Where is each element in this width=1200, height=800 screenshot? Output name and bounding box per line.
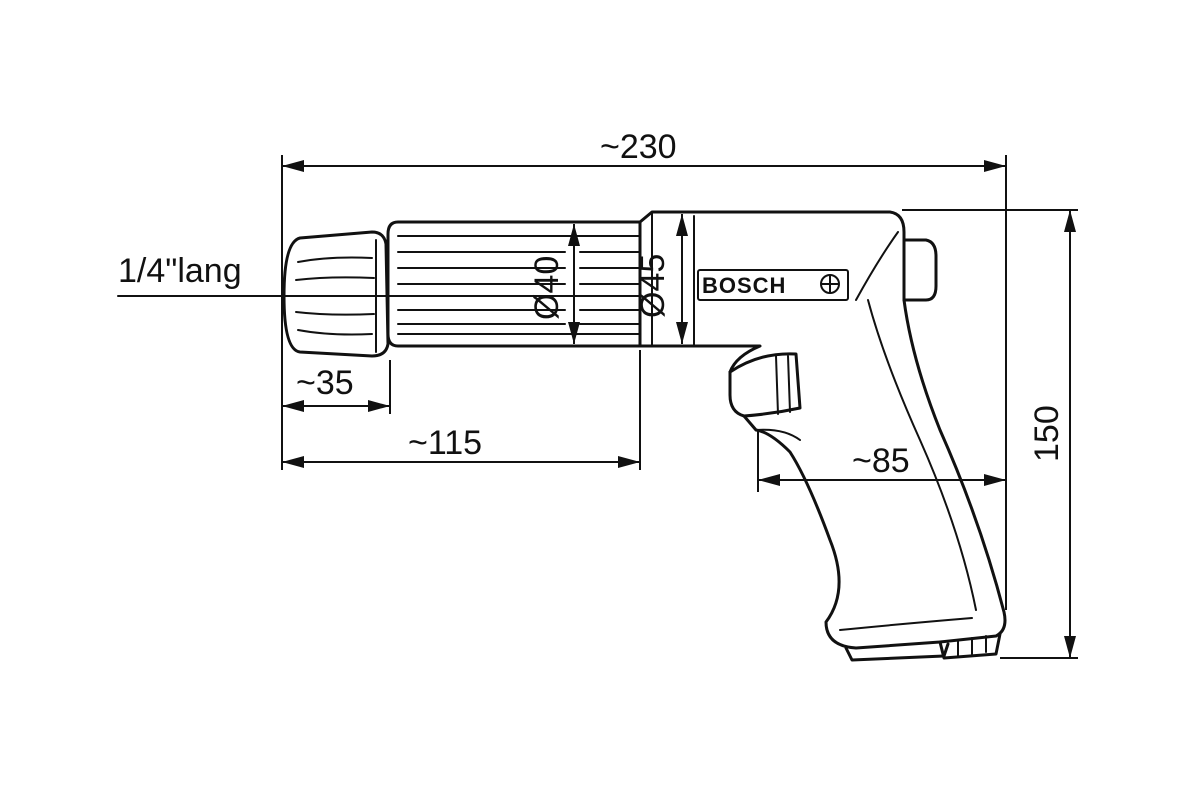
rear-diameter-label: Ø45: [634, 254, 672, 318]
drill-outline: BOSCH: [117, 210, 1007, 662]
front-section-label: ~35: [296, 364, 354, 402]
chuck: [282, 230, 390, 358]
height-label: 150: [1028, 405, 1066, 462]
barrel-length-label: ~115: [408, 424, 482, 462]
overall-length-label: ~230: [600, 128, 677, 166]
dimension-labels: ~230 ~35 ~115 ~85 1/4"lang 150 Ø40 Ø45: [118, 128, 1066, 480]
brand-label: BOSCH: [702, 273, 786, 298]
rear-knob: [902, 238, 938, 302]
front-barrel: [386, 220, 642, 348]
front-diameter-label: Ø40: [528, 256, 566, 320]
spindle-label: 1/4"lang: [118, 252, 242, 290]
grip-depth-label: ~85: [852, 442, 910, 480]
housing-and-handle: [638, 210, 1007, 650]
trigger: [728, 352, 802, 418]
dimension-lines: [281, 155, 1078, 659]
air-inlet: [844, 642, 950, 662]
